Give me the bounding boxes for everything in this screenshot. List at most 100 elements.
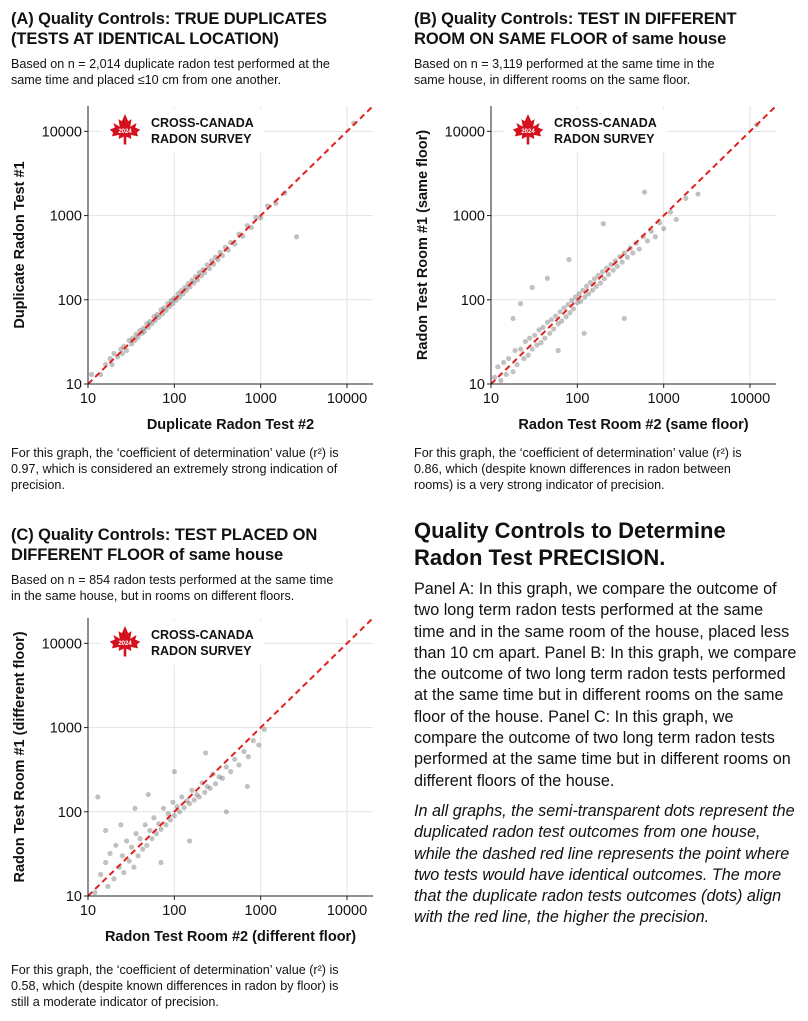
data-point [529, 284, 535, 291]
data-point [212, 781, 219, 787]
maple-leaf-icon [109, 626, 141, 657]
data-point [534, 342, 540, 348]
data-point [248, 224, 254, 231]
data-point [189, 787, 195, 793]
data-point [563, 314, 569, 320]
x-tick-label: 10000 [327, 391, 367, 407]
identity-line [87, 617, 374, 897]
data-point [582, 294, 588, 300]
data-point [167, 817, 173, 823]
data-point [149, 321, 155, 327]
data-point [165, 811, 171, 817]
data-point [140, 846, 146, 852]
data-point [144, 842, 150, 848]
data-point [510, 315, 516, 322]
data-point [92, 889, 98, 896]
data-point [194, 791, 200, 798]
y-tick-label: 1000 [50, 721, 82, 737]
data-point [569, 297, 575, 304]
y-axis-title: Duplicate Radon Test #1 [12, 161, 28, 328]
data-point [158, 859, 164, 866]
data-point [555, 321, 561, 327]
data-point [644, 238, 651, 244]
data-point [245, 754, 251, 760]
data-point [570, 306, 576, 312]
data-point [163, 307, 169, 313]
data-point [565, 301, 571, 308]
data-point [578, 298, 584, 304]
data-point [559, 318, 565, 324]
data-point [527, 335, 533, 341]
data-point [561, 305, 567, 311]
data-point [555, 347, 561, 354]
data-point [98, 871, 104, 878]
data-point [207, 785, 213, 791]
data-point [196, 270, 202, 276]
data-point [174, 804, 180, 810]
x-tick-label: 1000 [648, 391, 680, 407]
logo-line2: RADON SURVEY [554, 132, 655, 146]
data-point [572, 294, 579, 300]
data-point [529, 346, 535, 352]
logo-line1: CROSS-CANADA [151, 116, 254, 130]
data-point [147, 827, 153, 834]
data-point [253, 214, 259, 221]
data-point [133, 831, 139, 837]
data-point [109, 361, 115, 368]
y-tick-label: 1000 [50, 209, 82, 225]
data-points [92, 726, 267, 896]
data-point [506, 356, 512, 362]
data-point [158, 826, 164, 832]
data-point [149, 836, 155, 842]
x-tick-label: 10000 [327, 903, 367, 919]
data-point [198, 273, 204, 279]
data-point [129, 844, 135, 850]
explanation-body: Panel A: In this graph, we compare the o… [414, 580, 797, 790]
x-tick-label: 10 [80, 391, 96, 407]
data-point [532, 332, 538, 338]
x-tick-label: 100 [162, 391, 186, 407]
data-point [223, 764, 229, 770]
panel-a-description: Based on n = 2,014 duplicate radon test … [11, 57, 330, 87]
data-point [142, 822, 148, 828]
data-point [124, 347, 130, 354]
x-tick-label: 1000 [245, 391, 277, 407]
data-point [145, 791, 151, 798]
y-tick-label: 10000 [42, 124, 82, 140]
data-point [258, 215, 264, 221]
data-point [88, 371, 95, 378]
data-point [168, 297, 174, 304]
x-tick-label: 1000 [245, 903, 277, 919]
data-point [491, 374, 498, 380]
data-point [566, 257, 572, 263]
data-point [614, 263, 620, 269]
data-point [250, 738, 256, 744]
data-point [673, 216, 679, 223]
data-point [583, 283, 590, 289]
data-point [140, 325, 147, 331]
y-axis-title: Radon Test Room #1 (different floor) [12, 631, 28, 882]
data-point [175, 291, 181, 297]
data-point [601, 276, 607, 282]
data-point [495, 364, 501, 370]
data-point [126, 858, 132, 864]
data-point [667, 209, 674, 215]
data-point [619, 259, 625, 265]
data-point [542, 335, 548, 341]
data-point [256, 742, 262, 748]
data-point [228, 769, 234, 775]
data-point [232, 756, 238, 762]
data-point [217, 249, 223, 256]
data-point [517, 301, 524, 307]
logo-line1: CROSS-CANADA [151, 628, 254, 642]
data-point [153, 831, 160, 837]
data-point [171, 813, 177, 819]
data-point [191, 797, 197, 803]
data-point [163, 822, 169, 828]
data-point [202, 789, 208, 795]
x-axis-title: Radon Test Room #2 (different floor) [105, 929, 356, 945]
data-point [95, 794, 101, 800]
